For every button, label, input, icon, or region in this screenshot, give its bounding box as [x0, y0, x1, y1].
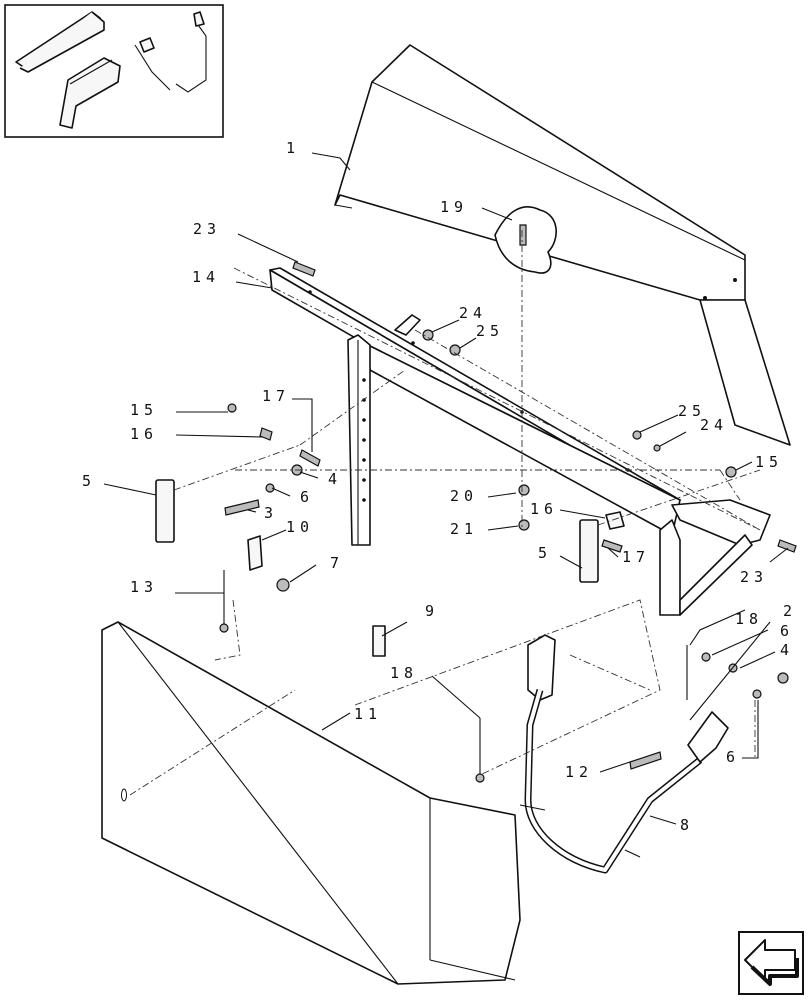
callout-4b: 4 [780, 641, 794, 659]
callout-23b: 23 [740, 568, 768, 586]
callout-13: 13 [130, 578, 158, 596]
callout-18b: 18 [735, 610, 763, 628]
callout-25b: 25 [678, 402, 706, 420]
phantom-lines [129, 230, 761, 796]
callout-8: 8 [680, 816, 694, 834]
callout-17b: 17 [622, 548, 650, 566]
callout-5b: 5 [538, 544, 552, 562]
callout-5: 5 [82, 472, 96, 490]
callout-20: 20 [450, 487, 478, 505]
callout-16b: 16 [530, 500, 558, 518]
callout-9: 9 [425, 602, 439, 620]
callout-12: 12 [565, 763, 593, 781]
callout-18: 18 [390, 664, 418, 682]
callout-24b: 24 [700, 416, 728, 434]
callout-15b: 15 [755, 453, 783, 471]
frame-beam-part [269, 267, 771, 616]
lower-shield-part [101, 621, 521, 985]
callout-2: 2 [783, 602, 797, 620]
callout-21: 21 [450, 520, 478, 538]
callout-25: 25 [476, 322, 504, 340]
hardware-parts [155, 261, 797, 783]
leader-lines [103, 152, 789, 825]
callout-15: 15 [130, 401, 158, 419]
callout-6: 6 [300, 488, 314, 506]
callout-23: 23 [193, 220, 221, 238]
callout-16: 16 [130, 425, 158, 443]
callout-1: 1 [286, 139, 300, 157]
callout-6c: 6 [726, 748, 740, 766]
callout-3: 3 [264, 504, 278, 522]
callout-11: 11 [354, 705, 382, 723]
callout-14: 14 [192, 268, 220, 286]
callout-labels: 1 19 23 14 24 25 15 17 16 4 6 5 3 10 7 1… [82, 139, 797, 834]
handle-rod-part [519, 634, 729, 874]
callout-7: 7 [330, 554, 344, 572]
callout-10: 10 [286, 518, 314, 536]
callout-4: 4 [328, 470, 342, 488]
upper-shield-part [334, 44, 791, 446]
callout-24: 24 [459, 304, 487, 322]
previous-page-arrow-icon[interactable] [738, 931, 804, 995]
assembly-thumbnail-icon[interactable] [4, 4, 224, 138]
callout-19: 19 [440, 198, 468, 216]
callout-17: 17 [262, 387, 290, 405]
callout-6b: 6 [780, 622, 794, 640]
